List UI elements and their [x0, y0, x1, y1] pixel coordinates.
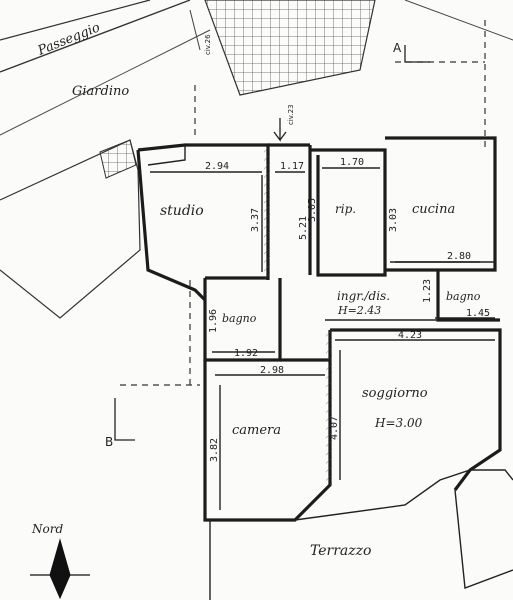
section-a-arrow [404, 45, 430, 63]
label-civ-top: civ.26 [204, 34, 212, 55]
dim-corr-w: 1.17 [280, 161, 304, 172]
dim-bagno-top-w: 1.45 [466, 308, 490, 319]
label-camera: camera [232, 423, 281, 438]
dim-rip-h: 3.05 [307, 198, 318, 222]
section-b-arrow [114, 398, 135, 441]
dim-bagno-top-h: 1.23 [422, 279, 433, 303]
site-context [0, 0, 513, 386]
label-section-b: B [105, 435, 113, 449]
label-terrazzo: Terrazzo [310, 543, 371, 559]
section-markers [114, 45, 430, 441]
terrace-outline [209, 469, 513, 600]
parcel-line [404, 0, 513, 41]
label-studio: studio [160, 203, 204, 219]
label-bagno-mid: bagno [222, 312, 257, 325]
wall-hatch-b [326, 330, 332, 485]
north-arrow-needle [49, 538, 71, 600]
label-h-ingr: H=2.43 [337, 304, 381, 317]
wall-soggiorno [330, 328, 502, 491]
label-soggiorno: soggiorno [362, 386, 428, 401]
dim-studio-w: 2.94 [205, 161, 229, 172]
label-h-sogg: H=3.00 [374, 416, 423, 430]
label-cucina: cucina [412, 202, 455, 217]
parcel-line-2 [189, 9, 201, 51]
external-stair-grid [204, 0, 376, 96]
label-giardino: Giardino [72, 84, 129, 99]
street-edge [0, 0, 191, 73]
dim-sogg-w: 4.23 [398, 330, 422, 341]
label-nord: Nord [31, 522, 63, 536]
wall-rip [310, 148, 387, 277]
dim-sogg-h: 4.07 [329, 416, 340, 440]
dim-bagno-mid-w: 1.92 [234, 348, 258, 359]
dim-corr-h: 5.21 [298, 216, 309, 240]
entry-arrow [273, 118, 287, 142]
dim-camera-h: 3.82 [209, 438, 220, 462]
dim-rip-w: 1.70 [340, 157, 364, 168]
label-section-a: A [393, 41, 402, 55]
dim-cucina-h: 3.03 [388, 208, 399, 232]
label-civ-entry: civ.23 [287, 104, 295, 125]
label-ingr-dis: ingr./dis. [337, 289, 390, 303]
label-rip: rip. [335, 202, 356, 216]
dimension-lines [150, 167, 495, 510]
dim-studio-h: 3.37 [250, 208, 261, 232]
north-arrow [30, 538, 90, 600]
wall-hatch-a [264, 145, 270, 280]
dim-camera-w: 2.98 [260, 365, 284, 376]
entry-steps [99, 139, 137, 179]
dim-cucina-w: 2.80 [447, 251, 471, 262]
wall-studio-left [136, 149, 207, 302]
wall-studio-inner [147, 145, 186, 166]
label-bagno-top: bagno [446, 290, 481, 303]
dim-bagno-mid-h: 1.96 [208, 309, 219, 333]
wall-bagno-mid [203, 278, 282, 362]
site-boundary-line [0, 29, 211, 136]
wall-cucina [385, 136, 497, 272]
